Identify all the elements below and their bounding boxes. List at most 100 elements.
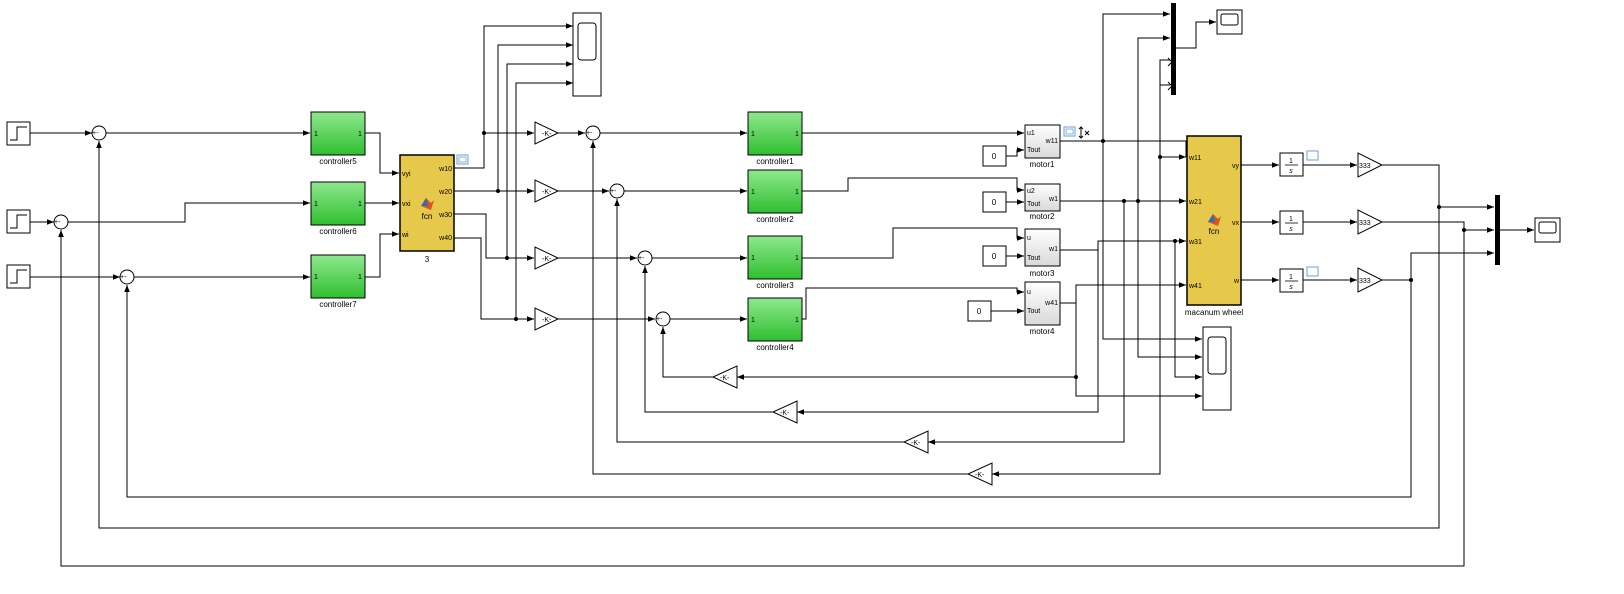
port-vyi: vyi	[402, 171, 411, 178]
gain-label: -K-	[542, 317, 552, 324]
motor3-block[interactable]: u Tout w1 motor3	[1024, 228, 1061, 278]
mux-top[interactable]	[1171, 3, 1176, 95]
step-source-2[interactable]	[6, 209, 31, 234]
scope-output[interactable]	[1534, 217, 1561, 243]
port-w31: w31	[1188, 239, 1202, 246]
gain333-block-2[interactable]: 333	[1357, 209, 1384, 235]
port-u: u	[1027, 235, 1031, 242]
sum-signs: +-	[638, 255, 645, 262]
sum-block-4[interactable]: +-	[585, 125, 601, 141]
resize-cursor-icon	[1078, 126, 1090, 139]
constant-block-4[interactable]: 0	[967, 300, 992, 322]
gain333-label: 333	[1359, 278, 1371, 285]
port-w30: w30	[438, 212, 452, 219]
integrator-2[interactable]: 1 s	[1279, 210, 1304, 235]
gain333-block-3[interactable]: 333	[1357, 267, 1384, 293]
sum-signs: +-	[120, 274, 127, 281]
controller5-label: controller5	[319, 157, 357, 166]
controller1-label: controller1	[756, 157, 794, 166]
port-w21: w21	[1188, 199, 1202, 206]
sum-block-3[interactable]: +-	[119, 269, 135, 285]
port-out: 1	[795, 317, 799, 324]
sum-block-5[interactable]: +-	[609, 183, 625, 199]
gain-label: -K-	[542, 256, 552, 263]
motor2-block[interactable]: u2 Tout w1 motor2	[1024, 183, 1061, 221]
gain-block-3[interactable]: -K-	[534, 246, 560, 270]
constant-value: 0	[992, 252, 997, 261]
sum-block-2[interactable]: +-	[53, 214, 69, 230]
step-source-1[interactable]	[6, 121, 31, 146]
constant-block-1[interactable]: 0	[982, 145, 1007, 167]
controller4-label: controller4	[756, 343, 794, 352]
feedback-gain-4[interactable]: -K-	[966, 462, 993, 486]
controller2-block[interactable]: 1 1 controller2	[747, 169, 803, 224]
fcn-macanum-wheel-block[interactable]: w11 w21 w31 w41 vy vx w fcn macanum whee…	[1185, 135, 1243, 317]
mux-right[interactable]	[1495, 195, 1500, 265]
controller3-label: controller3	[756, 281, 794, 290]
gain-block-1[interactable]: -K-	[534, 121, 560, 145]
port-w10: w10	[438, 166, 452, 173]
integrator-1[interactable]: 1 s	[1279, 152, 1304, 177]
constant-block-3[interactable]: 0	[982, 245, 1007, 267]
sum-block-7[interactable]: +-	[655, 311, 671, 327]
port-in: 1	[314, 131, 318, 138]
port-out: 1	[358, 274, 362, 281]
gain-label: -K-	[542, 189, 552, 196]
gain-block-2[interactable]: -K-	[534, 179, 560, 203]
integrator-den: s	[1289, 284, 1293, 291]
integrator-3[interactable]: 1 s	[1279, 268, 1304, 293]
gain333-block-1[interactable]: 333	[1357, 152, 1384, 178]
motor1-block[interactable]: u1 Tout w11 motor1	[1024, 124, 1061, 169]
motor4-label: motor4	[1030, 327, 1055, 336]
port-tout: Tout	[1027, 255, 1040, 262]
port-w20: w20	[438, 189, 452, 196]
gain-label: -K-	[975, 472, 985, 479]
gain333-label: 333	[1359, 163, 1371, 170]
sum-signs: +-	[586, 130, 593, 137]
matlab-logo-icon	[421, 198, 434, 210]
fcn-label: fcn	[422, 212, 433, 221]
port-tout: Tout	[1027, 308, 1040, 315]
controller5-block[interactable]: 1 1 controller5	[310, 111, 366, 166]
port-w11: w11	[1188, 155, 1201, 162]
feedback-gain-3[interactable]: -K-	[902, 430, 929, 454]
port-vy: vy	[1232, 163, 1240, 170]
controller2-label: controller2	[756, 215, 794, 224]
sum-block-1[interactable]: +-	[91, 125, 107, 141]
port-w41: w41	[1188, 283, 1202, 290]
scope-motor-speeds[interactable]	[1202, 326, 1232, 411]
gain-label: -K-	[780, 410, 790, 417]
port-w: w41	[1044, 300, 1058, 307]
port-vxi: vxi	[402, 201, 411, 208]
step-source-3[interactable]	[6, 264, 31, 289]
port-u: u	[1027, 289, 1031, 296]
port-w: w1	[1048, 196, 1058, 203]
sum-block-6[interactable]: +-	[637, 250, 653, 266]
controller6-block[interactable]: 1 1 controller6	[310, 181, 366, 236]
scope-indicator-icon	[456, 154, 469, 165]
feedback-gain-2[interactable]: -K-	[771, 400, 798, 424]
controller7-block[interactable]: 1 1 controller7	[310, 254, 366, 309]
constant-block-2[interactable]: 0	[982, 191, 1007, 213]
fcn-label: fcn	[1209, 227, 1220, 236]
gain-block-4[interactable]: -K-	[534, 307, 560, 331]
integrator-num: 1	[1289, 274, 1293, 281]
port-in: 1	[314, 201, 318, 208]
controller4-block[interactable]: 1 1 controller4	[747, 297, 803, 352]
port-tout: Tout	[1027, 147, 1040, 154]
feedback-gain-1[interactable]: -K-	[711, 365, 738, 389]
fcn-inverse-kinematics-block[interactable]: vyi vxi wi w10 w20 w30 w40 fcn 3	[399, 154, 455, 264]
port-wi: wi	[401, 232, 409, 239]
port-w: w1	[1048, 246, 1058, 253]
scope-top-right[interactable]	[1216, 9, 1243, 35]
port-in: 1	[751, 189, 755, 196]
gain333-label: 333	[1359, 220, 1371, 227]
scope-reference[interactable]	[572, 12, 602, 97]
port-out: 1	[795, 255, 799, 262]
port-out: 1	[358, 131, 362, 138]
controller3-block[interactable]: 1 1 controller3	[747, 235, 803, 290]
scope-indicator-icon	[1306, 150, 1319, 277]
port-out: 1	[358, 201, 362, 208]
motor4-block[interactable]: u Tout w41 motor4	[1024, 281, 1061, 336]
controller1-block[interactable]: 1 1 controller1	[747, 111, 803, 166]
